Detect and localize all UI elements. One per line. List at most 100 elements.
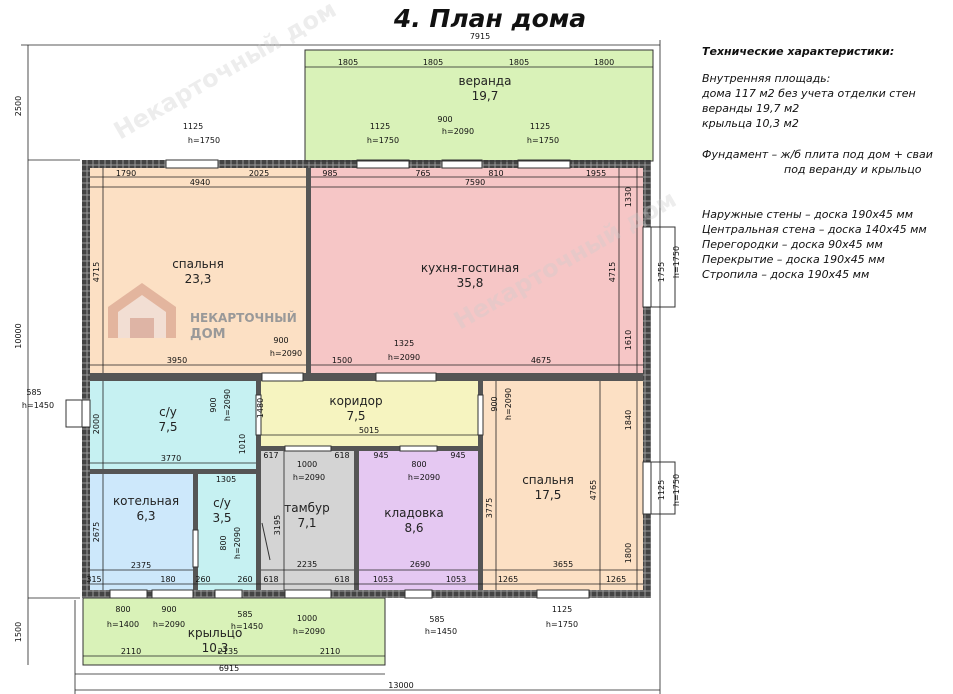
dimension-label: 3770 (161, 454, 181, 463)
dimension-label: 4765 (589, 480, 598, 500)
room-area-kitchen: 35,8 (457, 276, 484, 290)
dimension-label: 900 (490, 396, 499, 411)
dimension-label: 5015 (359, 426, 379, 435)
dimension-label: 1790 (116, 169, 136, 178)
dimension-label: 260 (237, 575, 252, 584)
dimension-label: 2375 (131, 561, 151, 570)
room-area-veranda: 19,7 (472, 89, 499, 103)
dimension-label: 985 (322, 169, 337, 178)
dimension-label: 1000 (297, 614, 317, 623)
dimension-label: 1053 (373, 575, 393, 584)
room-bedroom2-fill (483, 381, 643, 590)
dimension-label: 1330 (624, 187, 633, 207)
dimension-label: 3655 (553, 560, 573, 569)
dimension-label: 1125 (183, 122, 203, 131)
spec-foundation: Фундамент – ж/б плита под дом + сваи (702, 148, 933, 161)
dimension-label: 900 (273, 336, 288, 345)
dimension-label: 1010 (238, 434, 247, 454)
dimension-label: 800 (115, 605, 130, 614)
dimension-label: h=1400 (107, 620, 139, 629)
dimension-label: 2025 (249, 169, 269, 178)
dimension-label: 315 (86, 575, 101, 584)
dimension-label: h=2090 (293, 627, 325, 636)
dimension-label: 618 (334, 451, 349, 460)
dimension-label: h=2090 (388, 353, 420, 362)
room-name-bedroom2: спальня (522, 473, 574, 487)
room-bedroom1-fill (90, 168, 306, 373)
dimension-label: 1805 (338, 58, 358, 67)
room-storage-fill (359, 451, 478, 590)
dimension-label: 900 (209, 397, 218, 412)
spec-walls-central: Центральная стена – доска 140х45 мм (702, 223, 927, 236)
room-name-corridor: коридор (329, 394, 382, 408)
room-name-kitchen: кухня-гостиная (421, 261, 519, 275)
dimension-label: 2110 (121, 647, 141, 656)
dimension-label: 2135 (218, 647, 238, 656)
dimension-label: 13000 (388, 681, 413, 690)
dimension-label: 1265 (498, 575, 518, 584)
dimension-label: 180 (160, 575, 175, 584)
dimension-label: 900 (161, 605, 176, 614)
spec-materials-group: Наружные стены – доска 190х45 мм Централ… (702, 207, 948, 282)
spec-foundation-2: под веранду и крыльцо (784, 163, 922, 176)
dimension-label: 800 (219, 535, 228, 550)
dimension-label: 2500 (14, 96, 23, 116)
dimension-label: 2110 (320, 647, 340, 656)
spec-foundation-group: Фундамент – ж/б плита под дом + сваи под… (702, 147, 948, 177)
dimension-label: h=1750 (367, 136, 399, 145)
dimension-label: 3195 (273, 515, 282, 535)
dimension-label: 1800 (594, 58, 614, 67)
dimension-label: h=1750 (546, 620, 578, 629)
dimension-label: 945 (450, 451, 465, 460)
dimension-label: 1265 (606, 575, 626, 584)
dimension-label: 7915 (470, 32, 490, 41)
dimension-label: 810 (488, 169, 503, 178)
dimension-label: 585 (26, 388, 41, 397)
dimension-label: 1755 (657, 262, 666, 282)
spec-panel: Технические характеристики: Внутренняя п… (702, 44, 948, 282)
room-area-boiler: 6,3 (136, 509, 155, 523)
room-name-vestibule: тамбур (284, 501, 330, 515)
dimension-label: h=1450 (425, 627, 457, 636)
dimension-label: 800 (411, 460, 426, 469)
page-title: 4. План дома (393, 4, 586, 33)
room-corridor-fill (261, 381, 478, 446)
dimension-label: 765 (415, 169, 430, 178)
room-area-porch: 10,3 (202, 641, 229, 655)
room-area-corridor: 7,5 (346, 409, 365, 423)
spec-area-veranda: веранды 19,7 м2 (702, 102, 800, 115)
dimension-label: 4940 (190, 178, 210, 187)
dimension-label: 1840 (624, 410, 633, 430)
dimension-label: 2690 (410, 560, 430, 569)
room-bath2-fill (198, 474, 256, 590)
dimension-label: 1805 (509, 58, 529, 67)
dimension-label: 3950 (167, 356, 187, 365)
dimension-label: 4715 (608, 262, 617, 282)
dimension-label: 618 (263, 575, 278, 584)
dimension-label: h=2090 (270, 349, 302, 358)
dimension-label: 2235 (297, 560, 317, 569)
dimension-label: h=2090 (504, 388, 513, 420)
room-boiler-fill (90, 474, 193, 590)
spec-area-group: Внутренняя площадь: дома 117 м2 без учет… (702, 71, 948, 131)
dimension-label: 1053 (446, 575, 466, 584)
dimension-label: 6915 (219, 664, 239, 673)
dimension-label: 10000 (14, 323, 23, 348)
dimension-label: h=1450 (22, 401, 54, 410)
dimension-label: h=1750 (672, 246, 681, 278)
dimension-label: 1305 (216, 475, 236, 484)
logo: НЕКАРТОЧНЫЙ ДОМ (108, 283, 297, 342)
dimension-label: h=2090 (408, 473, 440, 482)
logo-line2: ДОМ (190, 327, 226, 342)
room-area-bedroom1: 23,3 (185, 272, 212, 286)
dimension-label: h=1450 (231, 622, 263, 631)
dimension-label: h=2090 (293, 473, 325, 482)
spec-partitions: Перегородки – доска 90х45 мм (702, 238, 883, 251)
dimension-label: 1800 (624, 543, 633, 563)
dimension-label: 3775 (485, 498, 494, 518)
room-kitchen-fill (311, 168, 643, 373)
dimension-label: h=1750 (672, 474, 681, 506)
dimension-label: h=2090 (233, 527, 242, 559)
dimension-label: 1955 (586, 169, 606, 178)
dimension-label: h=2090 (223, 389, 232, 421)
